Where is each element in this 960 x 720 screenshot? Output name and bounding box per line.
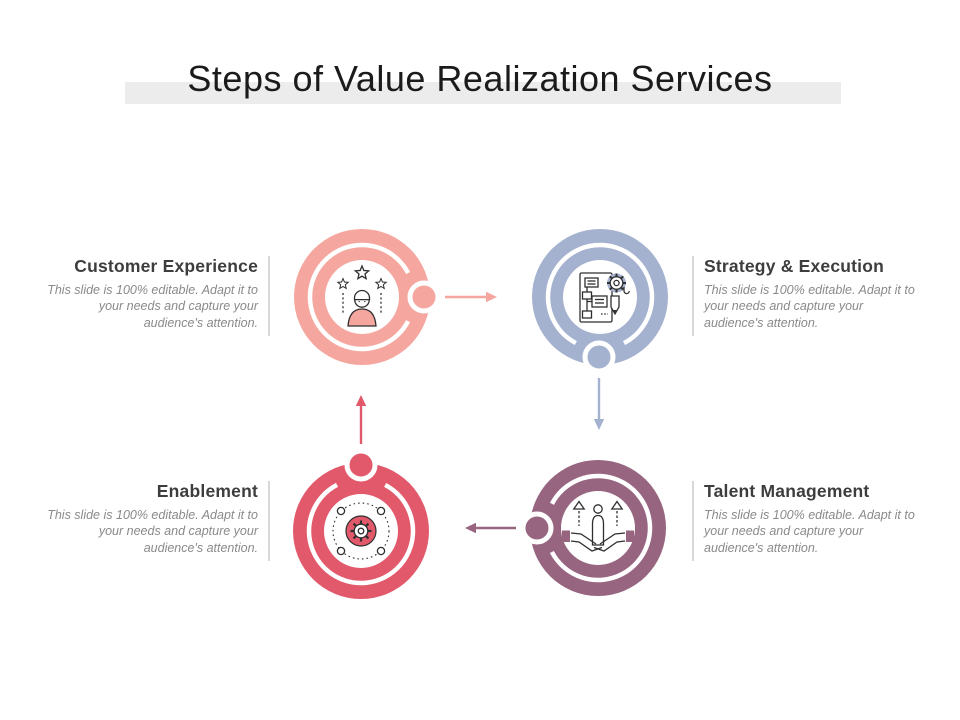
divider-talent-management <box>692 481 694 561</box>
divider-enablement <box>268 481 270 561</box>
step-description-talent-management: This slide is 100% editable. Adapt it to… <box>704 508 915 555</box>
arrow-right-icon <box>445 291 497 303</box>
step-description-enablement: This slide is 100% editable. Adapt it to… <box>47 508 258 555</box>
strategy-planning-icon <box>579 272 630 323</box>
page-title: Steps of Value Realization Services <box>187 58 773 99</box>
connector-node <box>344 448 378 482</box>
step-circle-enablement <box>293 395 429 599</box>
title-highlight-band <box>125 82 841 104</box>
step-title-strategy-execution: Strategy & Execution <box>704 256 885 276</box>
step-text-enablement: Enablement This slide is 100% editable. … <box>46 481 258 556</box>
customer-satisfaction-icon <box>337 265 387 327</box>
step-text-talent-management: Talent Management This slide is 100% edi… <box>704 481 916 556</box>
step-title-talent-management: Talent Management <box>704 481 870 501</box>
step-description-strategy-execution: This slide is 100% editable. Adapt it to… <box>704 283 915 330</box>
step-title-customer-experience: Customer Experience <box>74 256 258 276</box>
divider-strategy-execution <box>692 256 694 336</box>
step-circle-strategy-execution <box>532 229 668 430</box>
gear-network-icon <box>332 502 390 560</box>
step-circle-customer-experience <box>294 229 497 365</box>
step-description-customer-experience: This slide is 100% editable. Adapt it to… <box>47 283 258 330</box>
arrow-left-icon <box>465 522 516 534</box>
arrow-up-icon <box>355 395 367 444</box>
connector-node <box>407 280 441 314</box>
step-title-enablement: Enablement <box>156 481 258 501</box>
arrow-down-icon <box>593 378 605 430</box>
divider-customer-experience <box>268 256 270 336</box>
connector-node <box>582 340 616 374</box>
connector-node <box>520 511 554 545</box>
talent-growth-icon <box>562 500 634 552</box>
step-text-customer-experience: Customer Experience This slide is 100% e… <box>46 256 258 331</box>
step-circle-talent-management <box>465 460 666 596</box>
step-text-strategy-execution: Strategy & Execution This slide is 100% … <box>704 256 916 331</box>
